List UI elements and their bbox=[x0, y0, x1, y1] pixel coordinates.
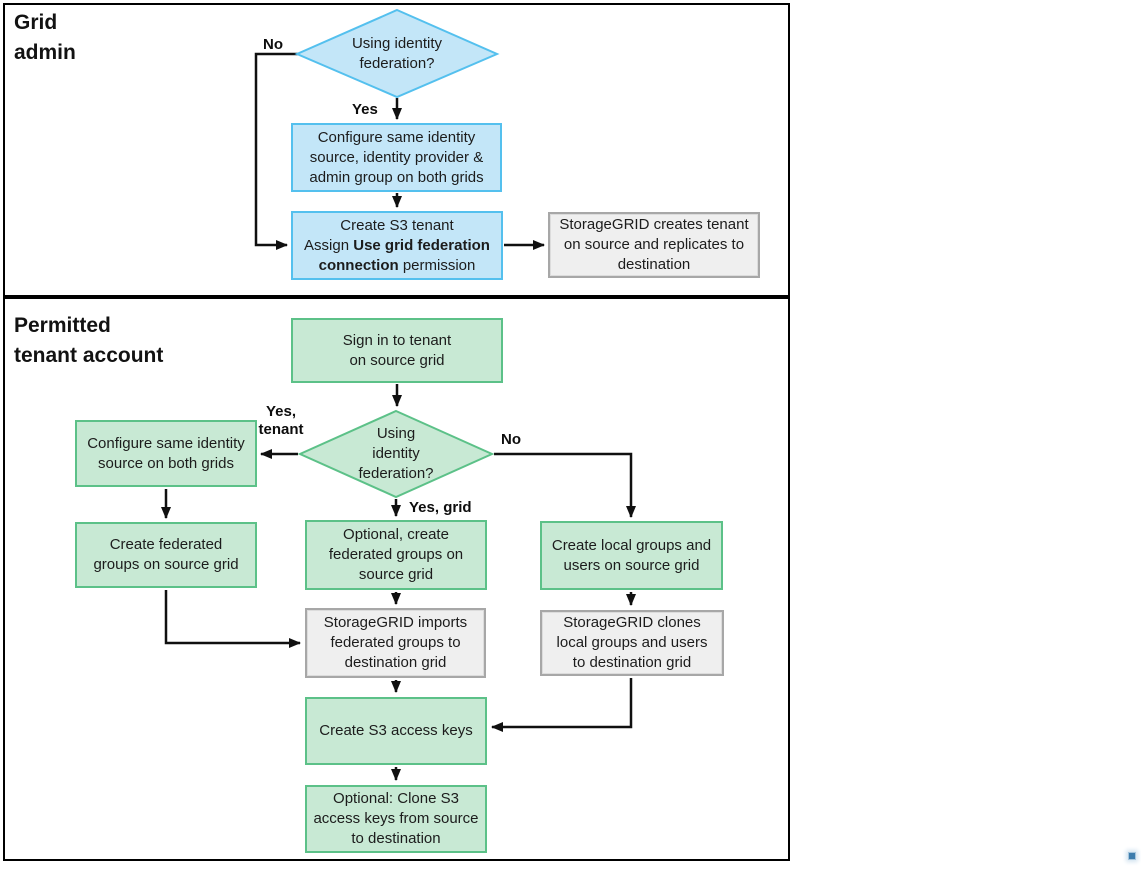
tenant-decision-diamond bbox=[297, 409, 495, 499]
sign-in-box: Sign in to tenant on source grid bbox=[291, 318, 503, 383]
create-s3-tenant-line2: Assign Use grid federation bbox=[304, 236, 490, 254]
replicates-tenant-box: StorageGRID creates tenant on source and… bbox=[548, 212, 760, 278]
clones-local-groups-box: StorageGRID clones local groups and user… bbox=[540, 610, 724, 676]
grid-admin-panel bbox=[3, 3, 790, 297]
create-s3-tenant-line3: connection permission bbox=[318, 256, 476, 274]
configure-source-box: Configure same identity source on both g… bbox=[75, 420, 257, 487]
tenant-account-title: Permitted tenant account bbox=[14, 314, 164, 367]
create-s3-tenant-line1: Create S3 tenant bbox=[340, 216, 454, 234]
optional-create-federated-box: Optional, create federated groups on sou… bbox=[305, 520, 487, 590]
connector-create-federated-to-imports bbox=[164, 590, 301, 648]
create-s3-access-keys-box: Create S3 access keys bbox=[305, 697, 487, 765]
create-local-groups-box: Create local groups and users on source … bbox=[540, 521, 723, 590]
clone-s3-access-keys-box: Optional: Clone S3 access keys from sour… bbox=[305, 785, 487, 853]
connector-layer bbox=[161, 8, 636, 781]
create-s3-tenant-box: Create S3 tenant Assign Use grid federat… bbox=[291, 211, 503, 280]
grid-admin-decision-diamond bbox=[294, 8, 500, 99]
grid-admin-label-yes: Yes bbox=[352, 101, 378, 118]
tenant-label-yes-tenant: Yes, tenant bbox=[258, 403, 304, 438]
grid-admin-title: Grid admin bbox=[14, 11, 76, 64]
tenant-account-panel bbox=[3, 297, 790, 861]
connector-no-to-create-tenant bbox=[254, 52, 298, 250]
blue-marker-dot bbox=[1128, 852, 1136, 860]
tenant-decision-text: Using identity federation? bbox=[358, 425, 434, 482]
grid-admin-label-no: No bbox=[263, 36, 283, 53]
imports-federated-groups-box: StorageGRID imports federated groups to … bbox=[305, 608, 486, 678]
connector-no-to-local-groups bbox=[494, 452, 636, 518]
connector-clones-to-s3-keys bbox=[491, 678, 633, 732]
tenant-label-yes-grid: Yes, grid bbox=[409, 499, 472, 516]
grid-admin-decision-text: Using identity federation? bbox=[351, 34, 443, 72]
create-federated-groups-box: Create federated groups on source grid bbox=[75, 522, 257, 588]
configure-identity-box: Configure same identity source, identity… bbox=[291, 123, 502, 192]
tenant-label-no: No bbox=[501, 431, 521, 448]
